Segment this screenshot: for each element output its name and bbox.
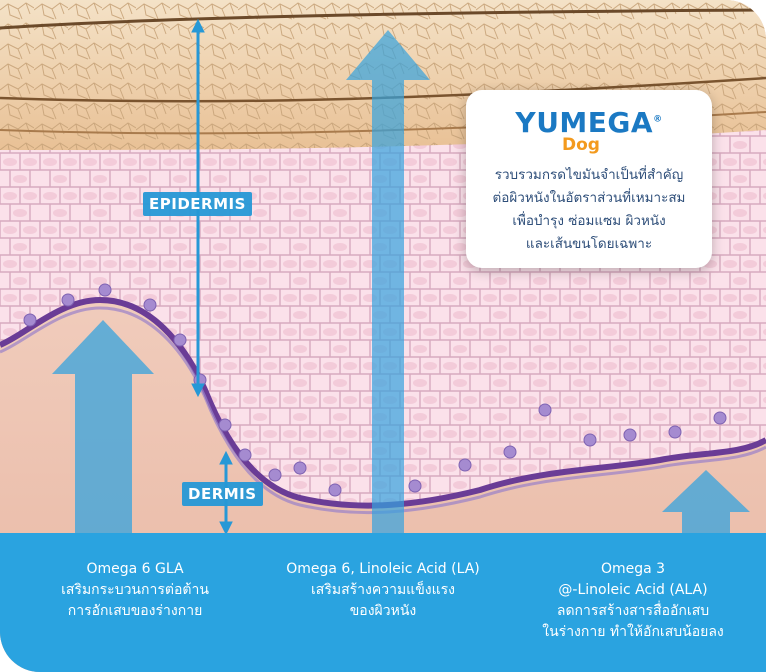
omega6-la-arrow bbox=[346, 30, 430, 540]
omega3-ala-arrow bbox=[662, 470, 750, 540]
omega6-gla-arrow bbox=[52, 320, 154, 540]
product-info-card: YUMEGA® Dog รวบรวมกรดไขมันจำเป็นที่สำคัญ… bbox=[466, 90, 712, 268]
omega-line: การอักเสบของร่างกาย bbox=[67, 603, 203, 619]
skin-surface-line bbox=[0, 8, 766, 30]
brand-subtitle: Dog bbox=[562, 135, 600, 155]
omega-line: ในร่างกาย ทำให้อักเสบน้อยลง bbox=[542, 624, 724, 640]
card-line: และเส้นขนโดยเฉพาะ bbox=[525, 236, 653, 252]
card-line: รวบรวมกรดไขมันจำเป็นที่สำคัญ bbox=[494, 167, 684, 183]
omega-title: Omega 6, Linoleic Acid (LA) bbox=[286, 561, 480, 577]
card-line: เพื่อบำรุง ซ่อมแซม ผิวหนัง bbox=[512, 213, 666, 229]
omega-info-band: Omega 6 GLA เสริมกระบวนการต่อต้าน การอัก… bbox=[0, 533, 766, 672]
brand-logo: YUMEGA® bbox=[515, 106, 663, 139]
card-line: ต่อผิวหนังในอัตราส่วนที่เหมาะสม bbox=[492, 190, 686, 206]
basement-membrane bbox=[0, 296, 766, 509]
epidermis-label: EPIDERMIS bbox=[143, 192, 252, 216]
dermis-label: DERMIS bbox=[182, 482, 263, 506]
omega-line: ของผิวหนัง bbox=[349, 603, 417, 619]
omega-title: Omega 6 GLA bbox=[86, 561, 184, 577]
card-description: รวบรวมกรดไขมันจำเป็นที่สำคัญ ต่อผิวหนังใ… bbox=[476, 164, 702, 256]
omega3-ala-column: Omega 3 @-Linoleic Acid (ALA) ลดการสร้าง… bbox=[508, 559, 758, 643]
omega-line: @-Linoleic Acid (ALA) bbox=[558, 582, 708, 598]
omega-line: ลดการสร้างสารสื่ออักเสบ bbox=[556, 603, 710, 619]
omega-line: เสริมสร้างความแข็งแรง bbox=[311, 582, 455, 598]
omega6-gla-column: Omega 6 GLA เสริมกระบวนการต่อต้าน การอัก… bbox=[10, 559, 260, 622]
omega-line: เสริมกระบวนการต่อต้าน bbox=[61, 582, 209, 598]
omega-title: Omega 3 bbox=[600, 561, 666, 577]
omega6-la-column: Omega 6, Linoleic Acid (LA) เสริมสร้างคว… bbox=[258, 559, 508, 622]
